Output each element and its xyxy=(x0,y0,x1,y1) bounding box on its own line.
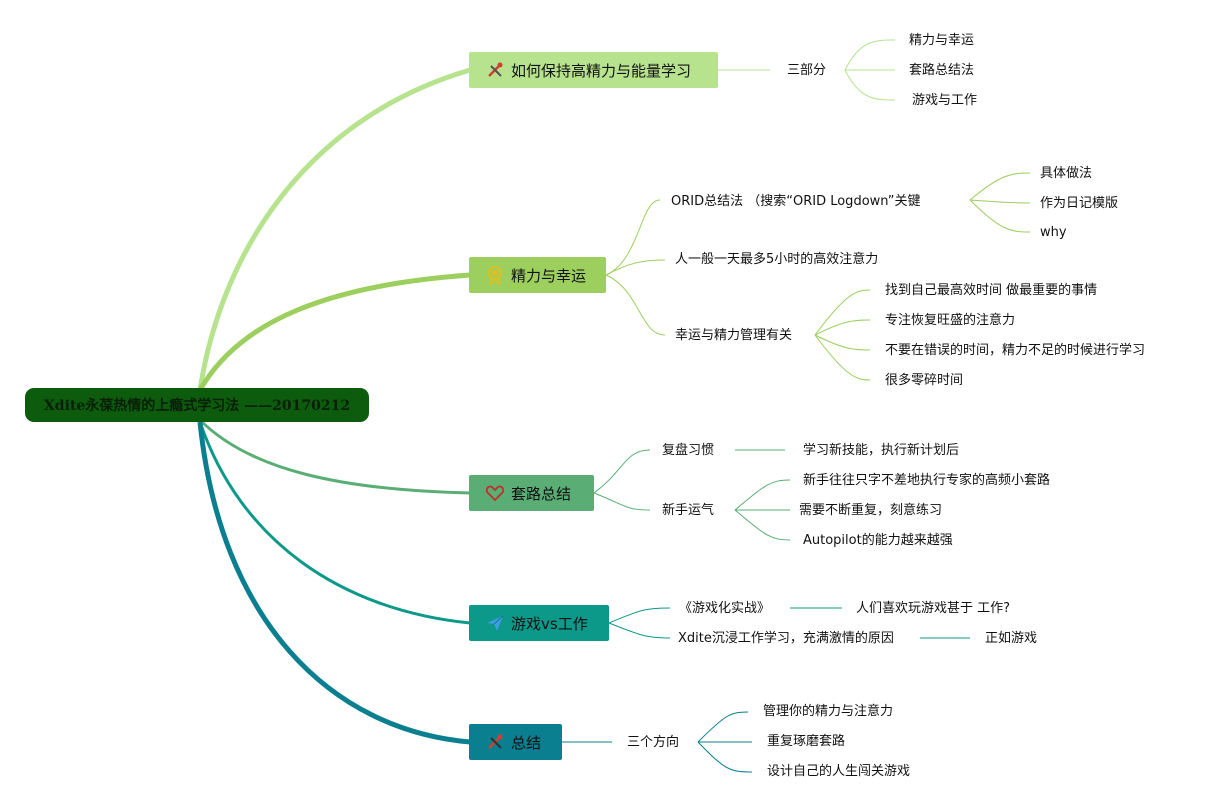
branch-topic-energy-learning[interactable]: 如何保持高精力与能量学习 xyxy=(469,52,718,88)
list-item[interactable]: 游戏与工作 xyxy=(912,93,978,108)
branch-label: 精力与幸运 xyxy=(511,266,587,285)
branch-label: 总结 xyxy=(511,733,542,752)
branch-label: 如何保持高精力与能量学习 xyxy=(511,61,692,80)
link-root-b1 xyxy=(197,67,471,391)
list-item[interactable]: 作为日记模版 xyxy=(1040,196,1119,211)
root-topic[interactable]: Xdite永葆热情的上瘾式学习法 ——20170212 xyxy=(25,388,369,422)
list-item[interactable]: 重复琢磨套路 xyxy=(767,734,846,749)
list-item[interactable]: 新手往往只字不差地执行专家的高频小套路 xyxy=(803,473,1051,488)
paper-plane-icon xyxy=(485,613,505,633)
node-three-directions[interactable]: 三个方向 xyxy=(627,735,680,750)
list-item[interactable]: 专注恢复旺盛的注意力 xyxy=(885,313,1016,328)
tools-icon xyxy=(485,732,505,752)
list-item[interactable]: 找到自己最高效时间 做最重要的事情 xyxy=(885,283,1098,298)
node-gamification-book[interactable]: 《游戏化实战》 xyxy=(679,601,771,616)
link-root-b4 xyxy=(198,421,471,625)
branch-topic-energy-luck[interactable]: 精力与幸运 xyxy=(469,257,606,293)
node-beginner-luck[interactable]: 新手运气 xyxy=(662,503,715,518)
list-item[interactable]: 学习新技能，执行新计划后 xyxy=(803,443,960,458)
link-root-b2 xyxy=(197,272,471,392)
node-orid[interactable]: ORID总结法 （搜索“ORID Logdown”关键 xyxy=(671,194,921,209)
list-item[interactable]: 正如游戏 xyxy=(985,631,1038,646)
list-item[interactable]: 套路总结法 xyxy=(909,63,975,78)
branch-label: 游戏vs工作 xyxy=(511,614,588,633)
node-review-habit[interactable]: 复盘习惯 xyxy=(662,443,715,458)
list-item[interactable]: 设计自己的人生闯关游戏 xyxy=(767,764,911,779)
heart-icon xyxy=(485,483,505,503)
list-item[interactable]: 人们喜欢玩游戏甚于 工作? xyxy=(856,601,1011,616)
branch-label: 套路总结 xyxy=(511,484,572,503)
award-ribbon-icon xyxy=(485,265,505,286)
node-luck-energy[interactable]: 幸运与精力管理有关 xyxy=(675,328,793,343)
node-five-hours[interactable]: 人一般一天最多5小时的高效注意力 xyxy=(675,252,879,267)
list-item[interactable]: 很多零碎时间 xyxy=(885,373,964,388)
link-root-b5 xyxy=(197,421,471,745)
node-three-parts[interactable]: 三部分 xyxy=(787,63,827,78)
list-item[interactable]: 具体做法 xyxy=(1040,166,1093,181)
list-item[interactable]: 精力与幸运 xyxy=(909,33,975,48)
list-item[interactable]: 不要在错误的时间，精力不足的时候进行学习 xyxy=(885,343,1146,358)
list-item[interactable]: 管理你的精力与注意力 xyxy=(763,704,894,719)
list-item[interactable]: why xyxy=(1040,225,1067,240)
branch-topic-summary[interactable]: 总结 xyxy=(469,724,562,760)
link-root-b3 xyxy=(198,418,471,495)
root-label: Xdite永葆热情的上瘾式学习法 ——20170212 xyxy=(43,398,351,414)
list-item[interactable]: Autopilot的能力越来越强 xyxy=(803,533,953,548)
branch-topic-routine[interactable]: 套路总结 xyxy=(469,475,594,511)
node-immersion-reason[interactable]: Xdite沉浸工作学习，充满激情的原因 xyxy=(678,631,894,646)
list-item[interactable]: 需要不断重复，刻意练习 xyxy=(799,503,943,518)
tools-icon xyxy=(485,60,505,80)
branch-topic-game-vs-work[interactable]: 游戏vs工作 xyxy=(469,605,609,641)
